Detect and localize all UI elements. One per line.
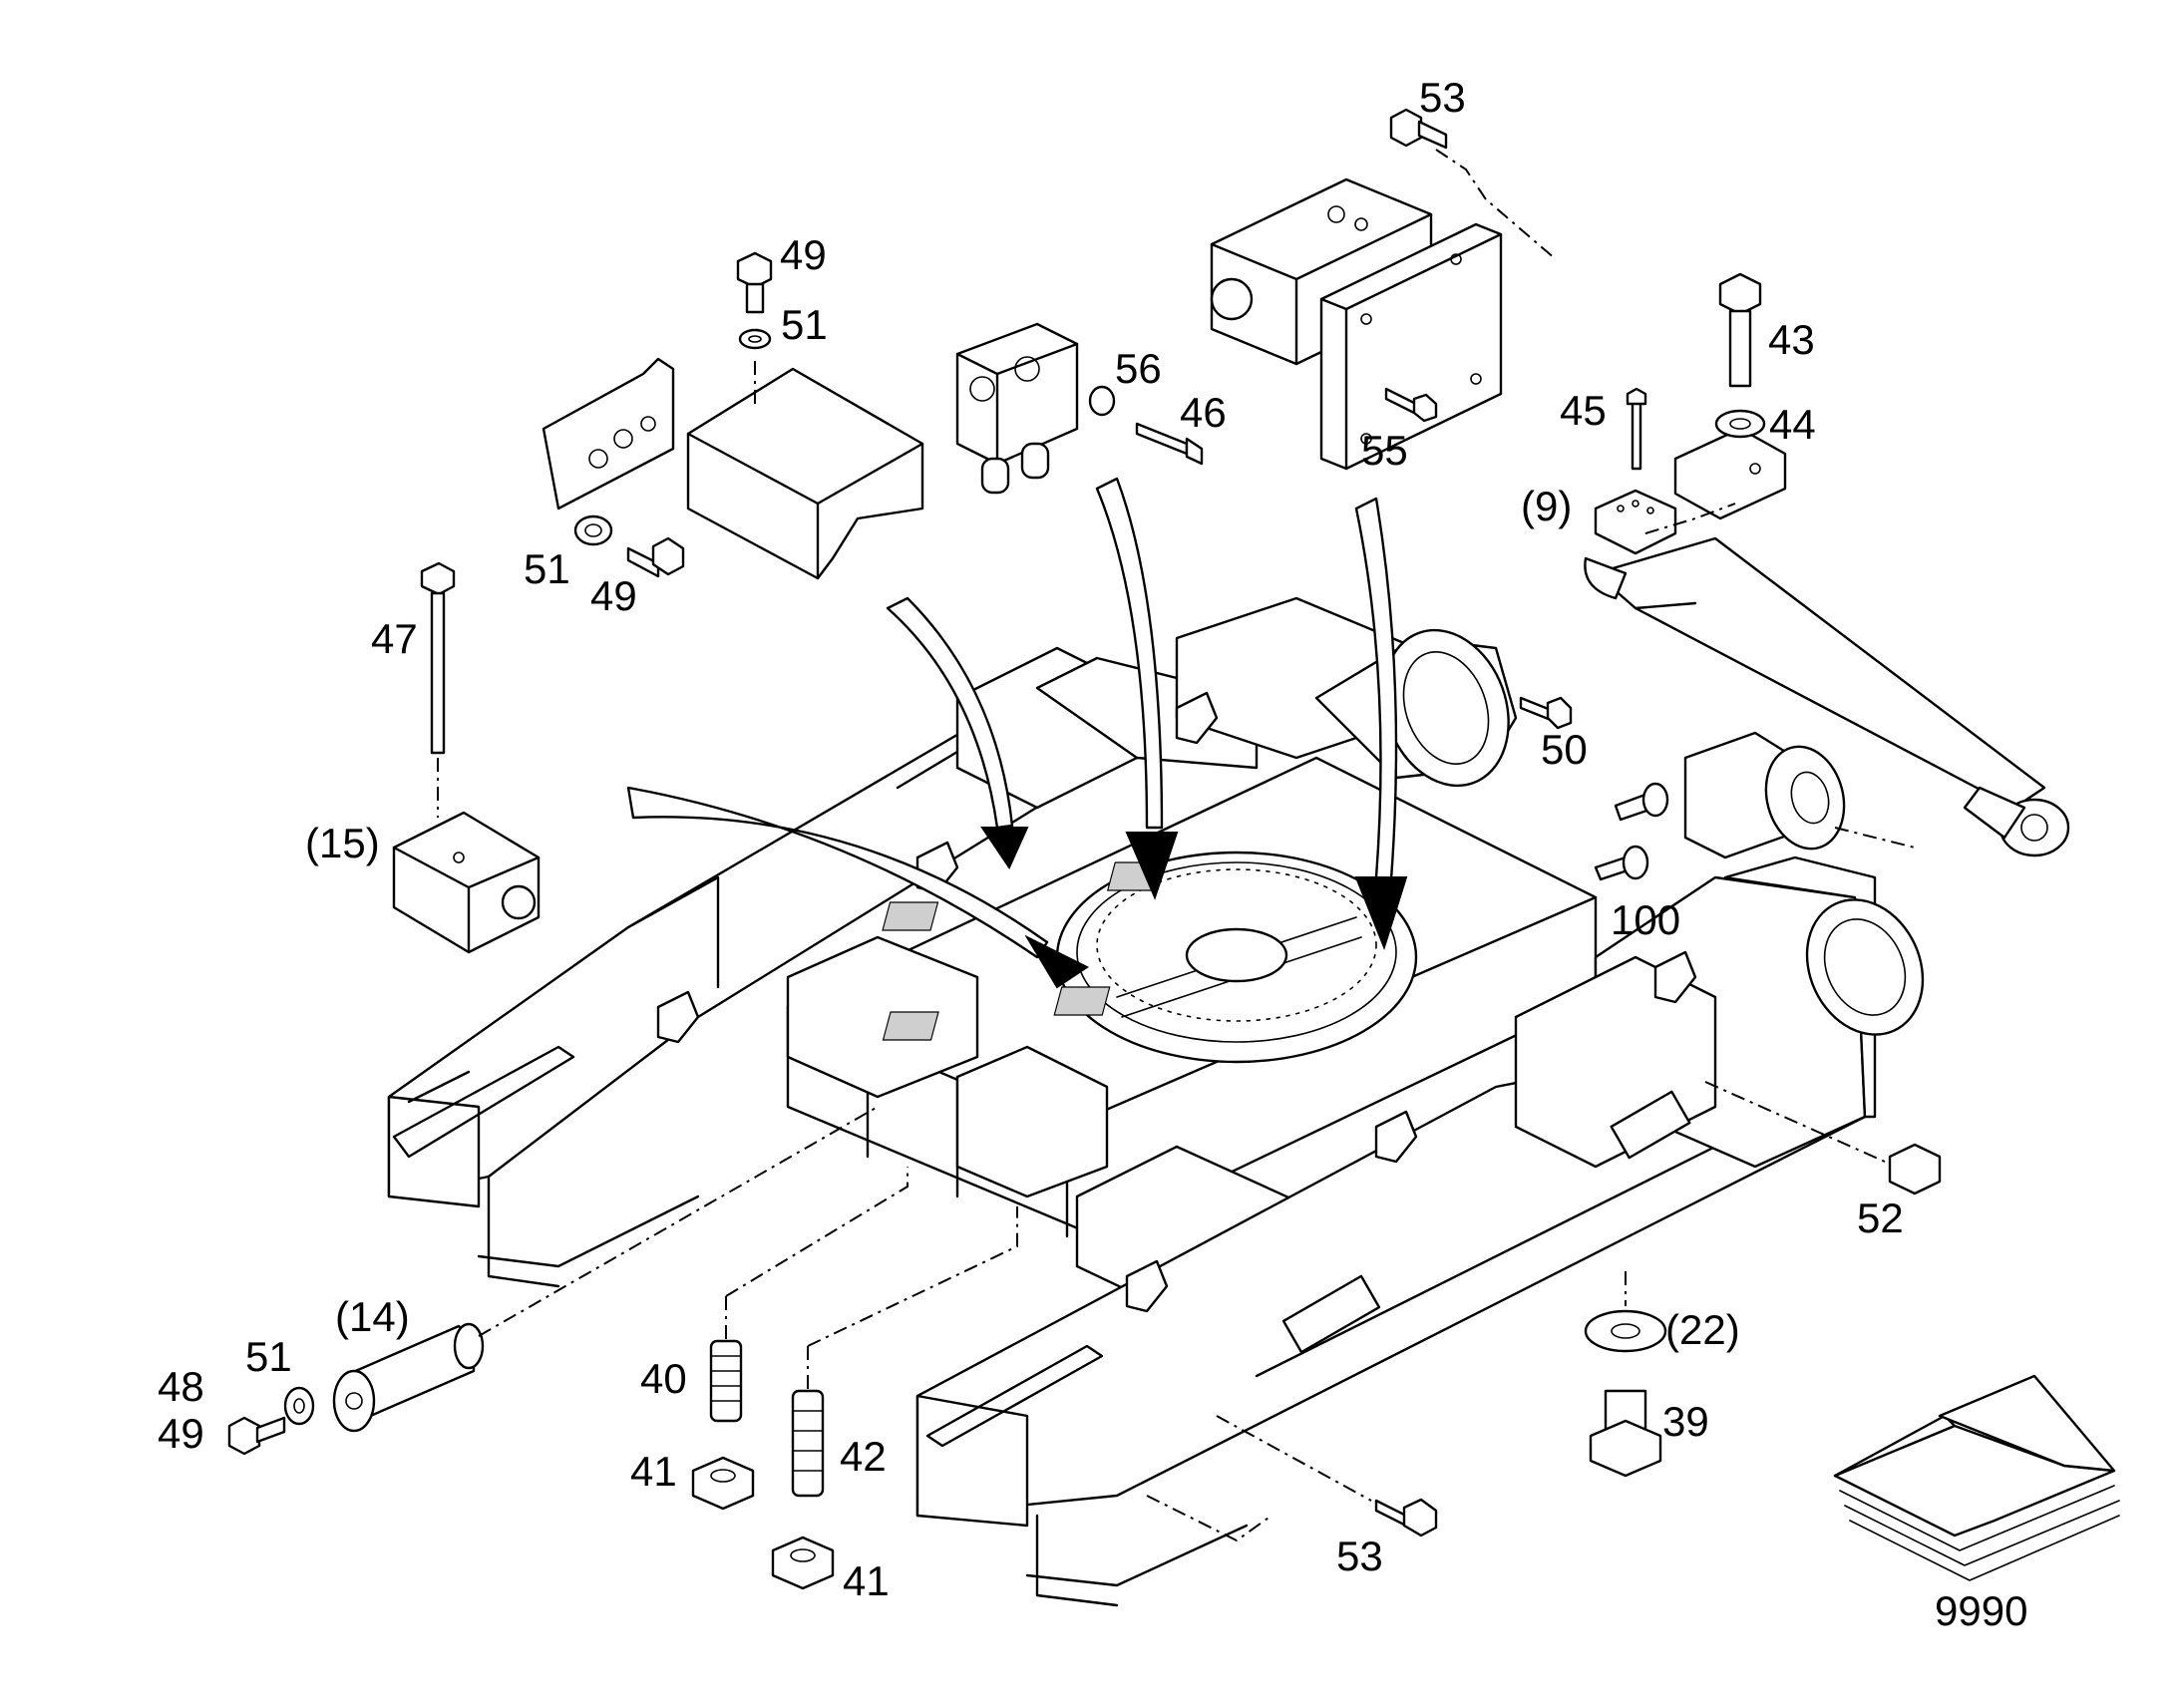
cover-box xyxy=(686,361,924,580)
callout-49-left: 49 xyxy=(590,572,637,619)
callout-41-a: 41 xyxy=(630,1448,677,1495)
callout-49-bottom: 49 xyxy=(158,1410,204,1457)
callout-43: 43 xyxy=(1768,316,1815,363)
callout-53-bottom: 53 xyxy=(1336,1533,1383,1579)
stud-42 xyxy=(791,1206,1018,1498)
manual-book-icon xyxy=(1833,1374,2120,1581)
callout-47: 47 xyxy=(371,615,418,662)
callout-51-top: 51 xyxy=(781,301,828,348)
callout-100: 100 xyxy=(1611,896,1680,943)
callout-labels: 53 49 51 56 46 43 45 44 (9) 55 51 49 47 … xyxy=(158,74,2027,1634)
callout-39: 39 xyxy=(1662,1398,1709,1445)
callout-46: 46 xyxy=(1180,389,1227,436)
callout-55: 55 xyxy=(1361,427,1408,474)
slew-ring xyxy=(882,851,1418,1064)
callout-53-top: 53 xyxy=(1419,74,1466,121)
bolt-48-49 xyxy=(227,1416,286,1456)
bolt-52 xyxy=(1704,1081,1942,1196)
callout-56: 56 xyxy=(1115,345,1162,392)
cylinder-assembly xyxy=(1584,272,2070,857)
bolt-53-bottom xyxy=(1146,1415,1438,1542)
location-arrows xyxy=(626,477,1408,989)
block-15 xyxy=(392,811,541,954)
callout-49-top: 49 xyxy=(780,231,827,278)
washer-22 xyxy=(1584,1271,1667,1353)
pin-14 xyxy=(332,1106,879,1433)
washer-51-bottom xyxy=(283,1386,315,1426)
callout-14: (14) xyxy=(335,1293,410,1340)
bolt-50 xyxy=(1519,696,1573,730)
callout-9: (9) xyxy=(1521,483,1572,529)
callout-51-left: 51 xyxy=(524,545,570,592)
callout-15: (15) xyxy=(305,820,380,866)
bolt-39 xyxy=(1589,1389,1662,1478)
page-code: 9990 xyxy=(1935,1587,2027,1634)
bolt-47 xyxy=(420,561,456,755)
nut-41-b xyxy=(771,1536,835,1590)
bolt-55 xyxy=(1384,387,1438,423)
stud-40 xyxy=(709,1167,908,1423)
valve-56 xyxy=(955,322,1204,495)
callout-50: 50 xyxy=(1541,726,1588,773)
bolt-53-top xyxy=(1389,108,1448,150)
bolt-49-top xyxy=(736,251,773,350)
callout-51-bottom: 51 xyxy=(245,1333,292,1380)
valve-block-top xyxy=(1210,149,1557,471)
callout-44: 44 xyxy=(1769,401,1816,448)
motor-100 xyxy=(1594,731,1916,881)
nut-41-a xyxy=(691,1456,755,1511)
callout-48: 48 xyxy=(158,1363,204,1410)
bolt-49-left xyxy=(626,536,685,578)
callout-52: 52 xyxy=(1857,1195,1904,1241)
callout-41-b: 41 xyxy=(843,1557,890,1604)
callout-40: 40 xyxy=(640,1355,687,1402)
callout-45: 45 xyxy=(1560,387,1607,434)
callout-22: (22) xyxy=(1665,1306,1740,1353)
callout-42: 42 xyxy=(840,1433,887,1480)
bracket-plate xyxy=(542,357,675,546)
